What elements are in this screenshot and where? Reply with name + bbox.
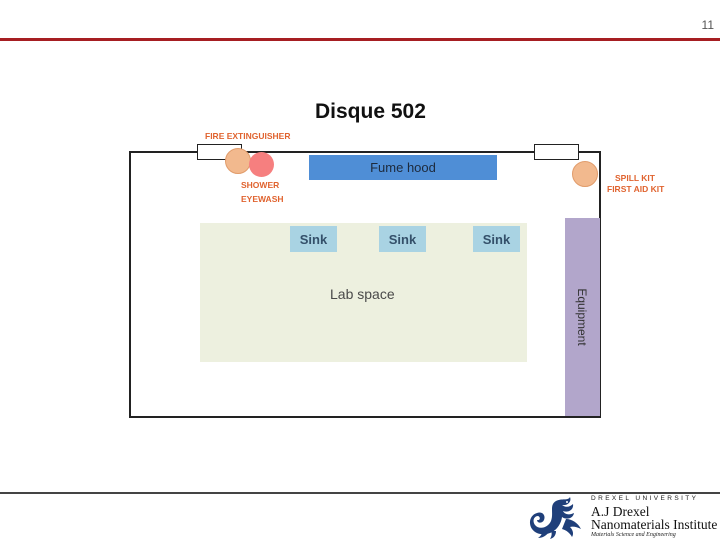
- lab-space-area: [200, 223, 527, 362]
- first-aid-kit-label: FIRST AID KIT: [607, 184, 665, 194]
- institute-name-line-1: A.J Drexel: [591, 504, 650, 519]
- sink-3: Sink: [473, 226, 520, 252]
- shower-label: SHOWER: [241, 180, 280, 190]
- department-name: Materials Science and Engineering: [591, 532, 676, 538]
- sink-2: Sink: [379, 226, 426, 252]
- header-rule: [0, 38, 720, 41]
- diagram-title: Disque 502: [315, 100, 426, 123]
- equipment-label: Equipment: [575, 288, 589, 346]
- dragon-icon: [529, 497, 581, 539]
- spill-kit-label: SPILL KIT: [615, 173, 655, 183]
- door-right: [534, 144, 579, 160]
- spill-kit-marker: [572, 161, 598, 187]
- fume-hood: Fume hood: [309, 155, 497, 180]
- lab-space-label: Lab space: [330, 286, 395, 302]
- fire-extinguisher-marker: [225, 148, 251, 174]
- page-number: 11: [701, 18, 714, 32]
- institute-name-line-2: Nanomaterials Institute: [591, 517, 718, 532]
- eyewash-label: EYEWASH: [241, 194, 284, 204]
- equipment-area: [565, 218, 600, 416]
- university-name: DREXEL UNIVERSITY: [591, 495, 699, 502]
- footer-rule: [0, 492, 720, 494]
- sink-1: Sink: [290, 226, 337, 252]
- fire-extinguisher-label: FIRE EXTINGUISHER: [205, 131, 291, 141]
- shower-marker: [249, 152, 274, 177]
